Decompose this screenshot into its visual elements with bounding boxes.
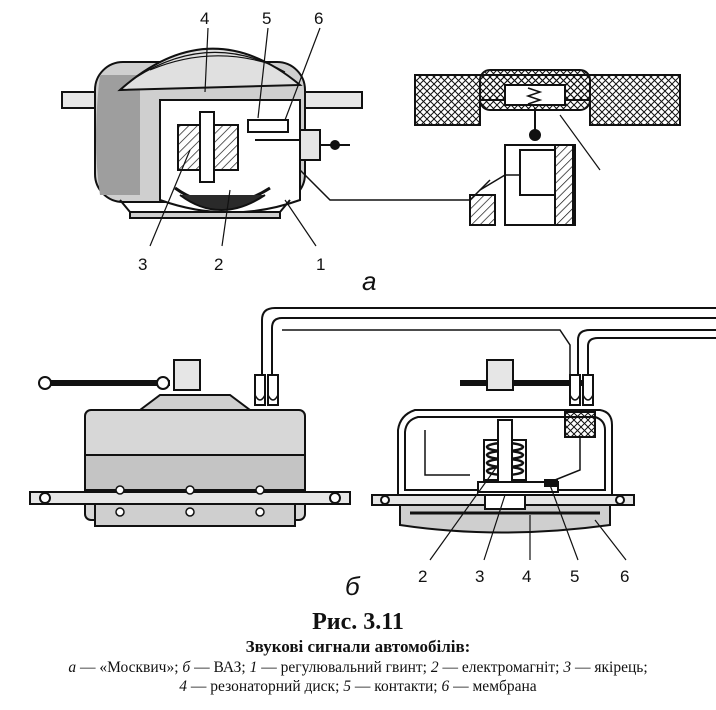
legend-line-1: а — «Москвич»; б — ВАЗ; 1 — регулювальни…	[0, 658, 716, 677]
svg-text:2: 2	[214, 255, 223, 274]
figure-illustration: 4 5 6 3 2 1 а	[29, 9, 716, 600]
svg-text:3: 3	[475, 567, 484, 586]
callout-b-6: 6	[594, 519, 629, 586]
legend-item-a: а — «Москвич»;	[68, 659, 183, 676]
panel-b-callouts: 2 3 4 5 6 б	[345, 464, 629, 600]
callout-6: 6	[284, 9, 323, 121]
legend-item-5: 5 — контакти;	[343, 678, 442, 695]
callout-3: 3	[138, 149, 191, 274]
callout-2: 2	[214, 189, 231, 274]
svg-text:4: 4	[200, 9, 209, 28]
panel-b-label: б	[345, 571, 361, 600]
legend-item-4: 4 — резонаторний диск;	[179, 678, 344, 695]
callout-4: 4	[200, 9, 209, 93]
callout-b-5: 5	[549, 484, 579, 586]
callout-5: 5	[257, 9, 271, 119]
svg-text:4: 4	[522, 567, 531, 586]
svg-text:6: 6	[314, 9, 323, 28]
figure-title: Рис. 3.11	[312, 609, 404, 635]
svg-text:6: 6	[620, 567, 629, 586]
legend-line-2: 4 — резонаторний диск; 5 — контакти; 6 —…	[0, 677, 716, 696]
horn-moskvich-drawing	[61, 47, 491, 219]
callout-1: 1	[284, 199, 325, 274]
figure-legend: а — «Москвич»; б — ВАЗ; 1 — регулювальни…	[0, 658, 716, 696]
figure-subtitle: Звукові сигнали автомобілів:	[245, 637, 471, 656]
callout-b-3: 3	[475, 494, 506, 586]
legend-item-3: 3 — якірець;	[563, 659, 648, 676]
svg-text:2: 2	[418, 567, 427, 586]
svg-text:3: 3	[138, 255, 147, 274]
panel-a-label: а	[362, 266, 376, 296]
callout-b-2: 2	[418, 464, 499, 586]
svg-text:1: 1	[316, 255, 325, 274]
legend-item-1: 1 — регулювальний гвинт;	[249, 659, 431, 676]
horn-vaz-drawing	[29, 307, 716, 534]
horn-button-drawing	[414, 69, 681, 226]
panel-a-callouts: 4 5 6 3 2 1 а	[138, 9, 376, 296]
svg-text:5: 5	[570, 567, 579, 586]
svg-text:5: 5	[262, 9, 271, 28]
legend-item-2: 2 — електромагніт;	[430, 659, 564, 676]
legend-item-b: б — ВАЗ;	[182, 659, 250, 676]
figure-caption: Рис. 3.11 Звукові сигнали автомобілів: а…	[0, 608, 716, 696]
callout-b-4: 4	[522, 515, 531, 586]
legend-item-6: 6 — мембрана	[441, 678, 537, 695]
